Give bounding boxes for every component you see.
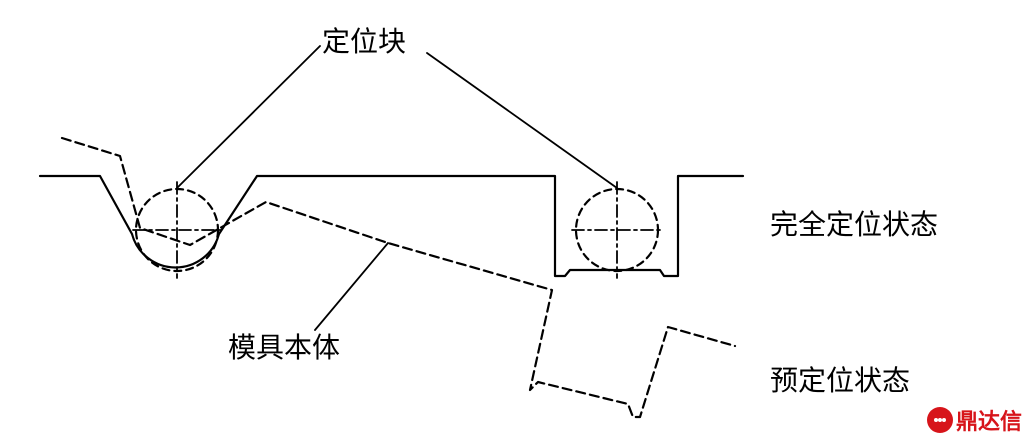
fully-located-state-label: 完全定位状态 <box>770 208 939 241</box>
solid-mold-profile-left <box>38 174 745 278</box>
dashed-mold-profile <box>60 136 737 419</box>
leader-line-right <box>426 52 618 189</box>
leader-line-left <box>176 45 321 189</box>
watermark: 鼎达信 <box>927 405 1022 435</box>
leader-line-body <box>314 242 389 331</box>
crosshair-right <box>571 181 665 279</box>
mold-body-label: 模具本体 <box>228 331 341 364</box>
locating-block-label: 定位块 <box>322 25 407 58</box>
crosshair-left <box>132 181 225 279</box>
watermark-text: 鼎达信 <box>956 410 1023 435</box>
chat-bubble-logo-icon <box>927 407 953 433</box>
pre-located-state-label: 预定位状态 <box>770 364 911 397</box>
